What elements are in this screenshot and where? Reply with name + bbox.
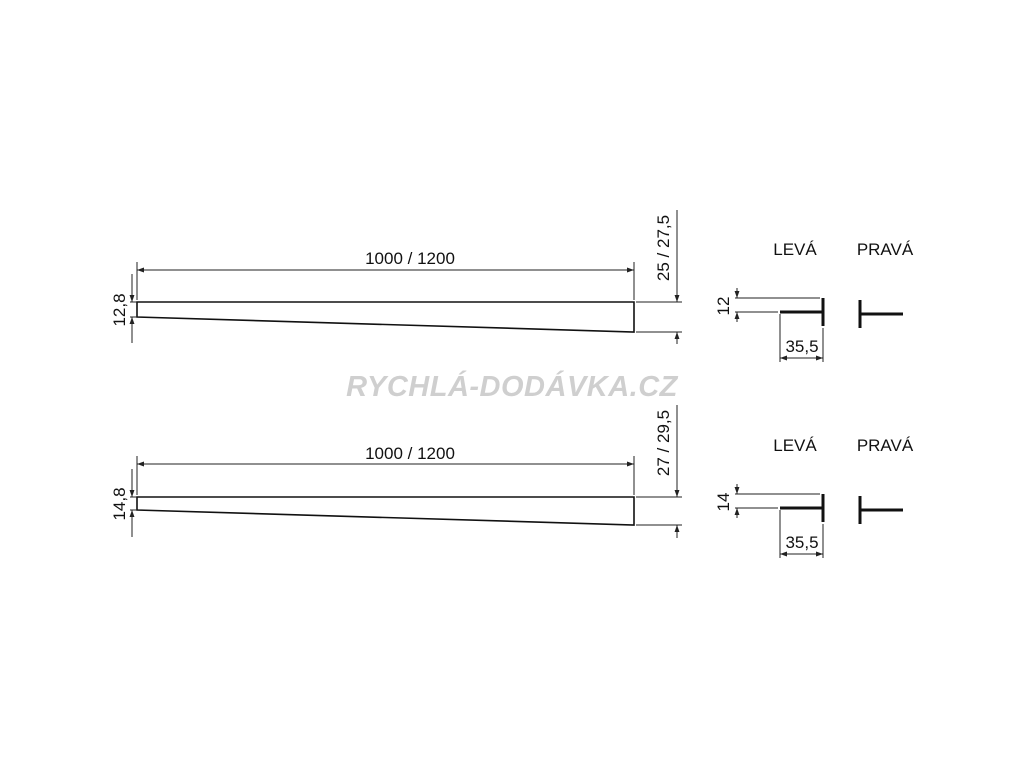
watermark: RYCHLÁ-DODÁVKA.CZ [346, 370, 679, 403]
profile-2-right-section [858, 496, 903, 524]
profile-2-cross-width-label: 35,5 [785, 533, 818, 552]
profile-2-right-label: PRAVÁ [857, 436, 914, 455]
profile-1-cross-width-label: 35,5 [785, 337, 818, 356]
profile-1-start-height-label: 12,8 [110, 293, 129, 326]
profile-1-left-label: LEVÁ [773, 240, 817, 259]
profile-1-right-label: PRAVÁ [857, 240, 914, 259]
profile-2-left-section [780, 494, 825, 522]
profile-1-cross-height-label: 12 [714, 297, 733, 316]
profile-2-cross-height-label: 14 [714, 493, 733, 512]
profile-1-left-section [780, 298, 825, 326]
profile-2-start-height-label: 14,8 [110, 487, 129, 520]
profile-1: 1000 / 1200 12,8 25 / 27,5 LEVÁ PRAVÁ 12… [110, 210, 914, 362]
profile-1-right-section [858, 300, 903, 328]
profile-1-side-view [136, 301, 635, 333]
profile-2-left-label: LEVÁ [773, 436, 817, 455]
profile-1-length-label: 1000 / 1200 [365, 249, 455, 268]
profile-1-end-height-label: 25 / 27,5 [654, 215, 673, 281]
profile-2-length-label: 1000 / 1200 [365, 444, 455, 463]
profile-2-side-view [136, 496, 635, 526]
profile-2: 1000 / 1200 14,8 27 / 29,5 LEVÁ PRAVÁ 14… [110, 405, 914, 558]
profile-2-end-height-label: 27 / 29,5 [654, 410, 673, 476]
